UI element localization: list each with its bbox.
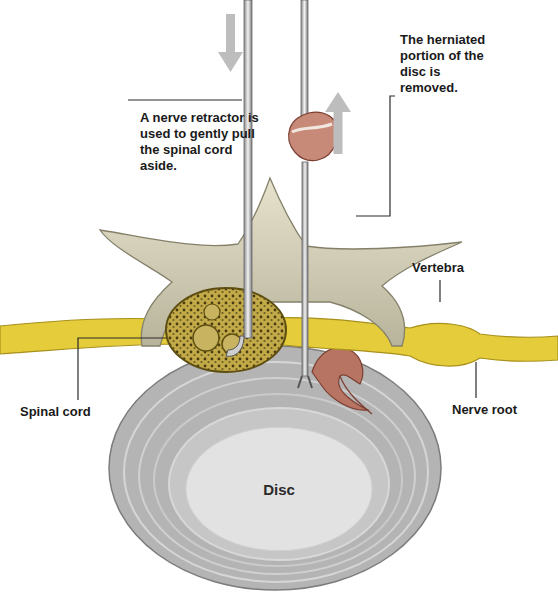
part-label: Vertebra xyxy=(412,260,492,276)
callout-text: A nerve retractor is used to gently pull… xyxy=(140,110,268,174)
part-label: Spinal cord xyxy=(20,404,120,420)
part-label: Nerve root xyxy=(452,402,552,418)
spinal-cord-section xyxy=(166,288,286,372)
callout-text: The herniated portion of the disc is rem… xyxy=(400,32,500,96)
leader-lines xyxy=(78,96,476,400)
disc-nucleus: Disc xyxy=(184,426,374,552)
grasper xyxy=(289,0,338,388)
disc-annulus xyxy=(109,346,441,590)
node-text: Disc xyxy=(263,481,295,498)
herniation xyxy=(312,347,372,414)
